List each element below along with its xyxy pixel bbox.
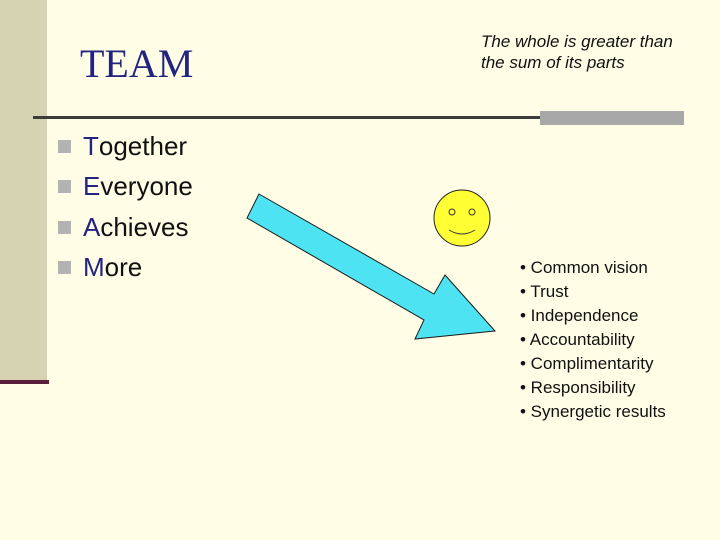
acronym-word-rest: chieves <box>100 211 189 242</box>
side-band-accent-line <box>0 380 49 384</box>
quality-item: • Complimentarity <box>520 354 654 373</box>
acronym-initial: A <box>83 211 101 242</box>
quality-item: • Responsibility <box>520 378 636 397</box>
acronym-initial: M <box>83 252 105 283</box>
square-bullet-icon <box>58 180 71 194</box>
quote-line-1: The whole is greater than <box>481 32 673 51</box>
acronym-word-rest: ogether <box>98 130 188 161</box>
square-bullet-icon <box>58 139 71 153</box>
divider-accent <box>540 111 684 125</box>
quality-item: • Trust <box>520 282 569 301</box>
acronym-word-rest: ore <box>104 252 143 283</box>
quote-line-2: the sum of its parts <box>481 53 625 72</box>
acronym-initial: T <box>83 130 99 161</box>
acronym-word-rest: veryone <box>100 171 193 202</box>
acronym-initial: E <box>83 171 101 202</box>
slide-quote: The whole is greater than the sum of its… <box>481 31 701 73</box>
square-bullet-icon <box>58 220 71 234</box>
slide-title: TEAM <box>80 41 194 86</box>
title-divider <box>33 116 683 119</box>
team-qualities-list: • Common vision • Trust • Independence •… <box>520 256 666 424</box>
quality-item: • Common vision <box>520 258 648 277</box>
left-side-band <box>0 0 47 383</box>
square-bullet-icon <box>58 261 71 275</box>
quality-item: • Synergetic results <box>520 402 666 421</box>
quality-item: • Accountability <box>520 330 635 349</box>
quality-item: • Independence <box>520 306 639 325</box>
smiley-face-icon <box>433 189 491 247</box>
